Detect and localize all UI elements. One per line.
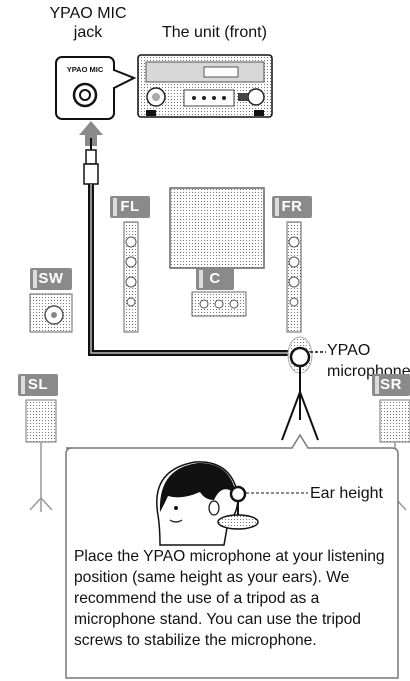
speaker-fl xyxy=(123,221,139,333)
speaker-fr xyxy=(286,221,302,333)
tv-screen xyxy=(169,187,265,269)
mic-cable xyxy=(83,138,312,356)
unit-label: The unit (front) xyxy=(162,24,267,41)
jack-panel-label: YPAO MIC xyxy=(66,65,104,74)
microphone-icon xyxy=(289,346,311,368)
ear-height-label: Ear height xyxy=(310,485,383,502)
microphone-tripod xyxy=(281,336,326,441)
person-head xyxy=(156,461,308,546)
speaker-sw xyxy=(29,293,73,333)
jack-callout xyxy=(55,56,137,120)
receiver-unit xyxy=(137,54,273,118)
speaker-tag-sl: SL xyxy=(18,374,58,396)
speaker-sl xyxy=(25,399,57,512)
speaker-tag-sr: SR xyxy=(372,374,410,396)
speaker-tag-c: C xyxy=(196,268,234,290)
speaker-c xyxy=(191,291,247,317)
explanation-box xyxy=(65,433,399,679)
speaker-tag-fr: FR xyxy=(272,196,312,218)
speaker-tag-fl: FL xyxy=(110,196,150,218)
jack-label: YPAO MIC jack xyxy=(49,5,127,41)
speaker-tag-sw: SW xyxy=(30,268,72,290)
ear-mic-icon xyxy=(229,485,247,503)
placement-instructions: Place the YPAO microphone at your listen… xyxy=(74,548,385,649)
connect-arrow xyxy=(79,121,103,146)
